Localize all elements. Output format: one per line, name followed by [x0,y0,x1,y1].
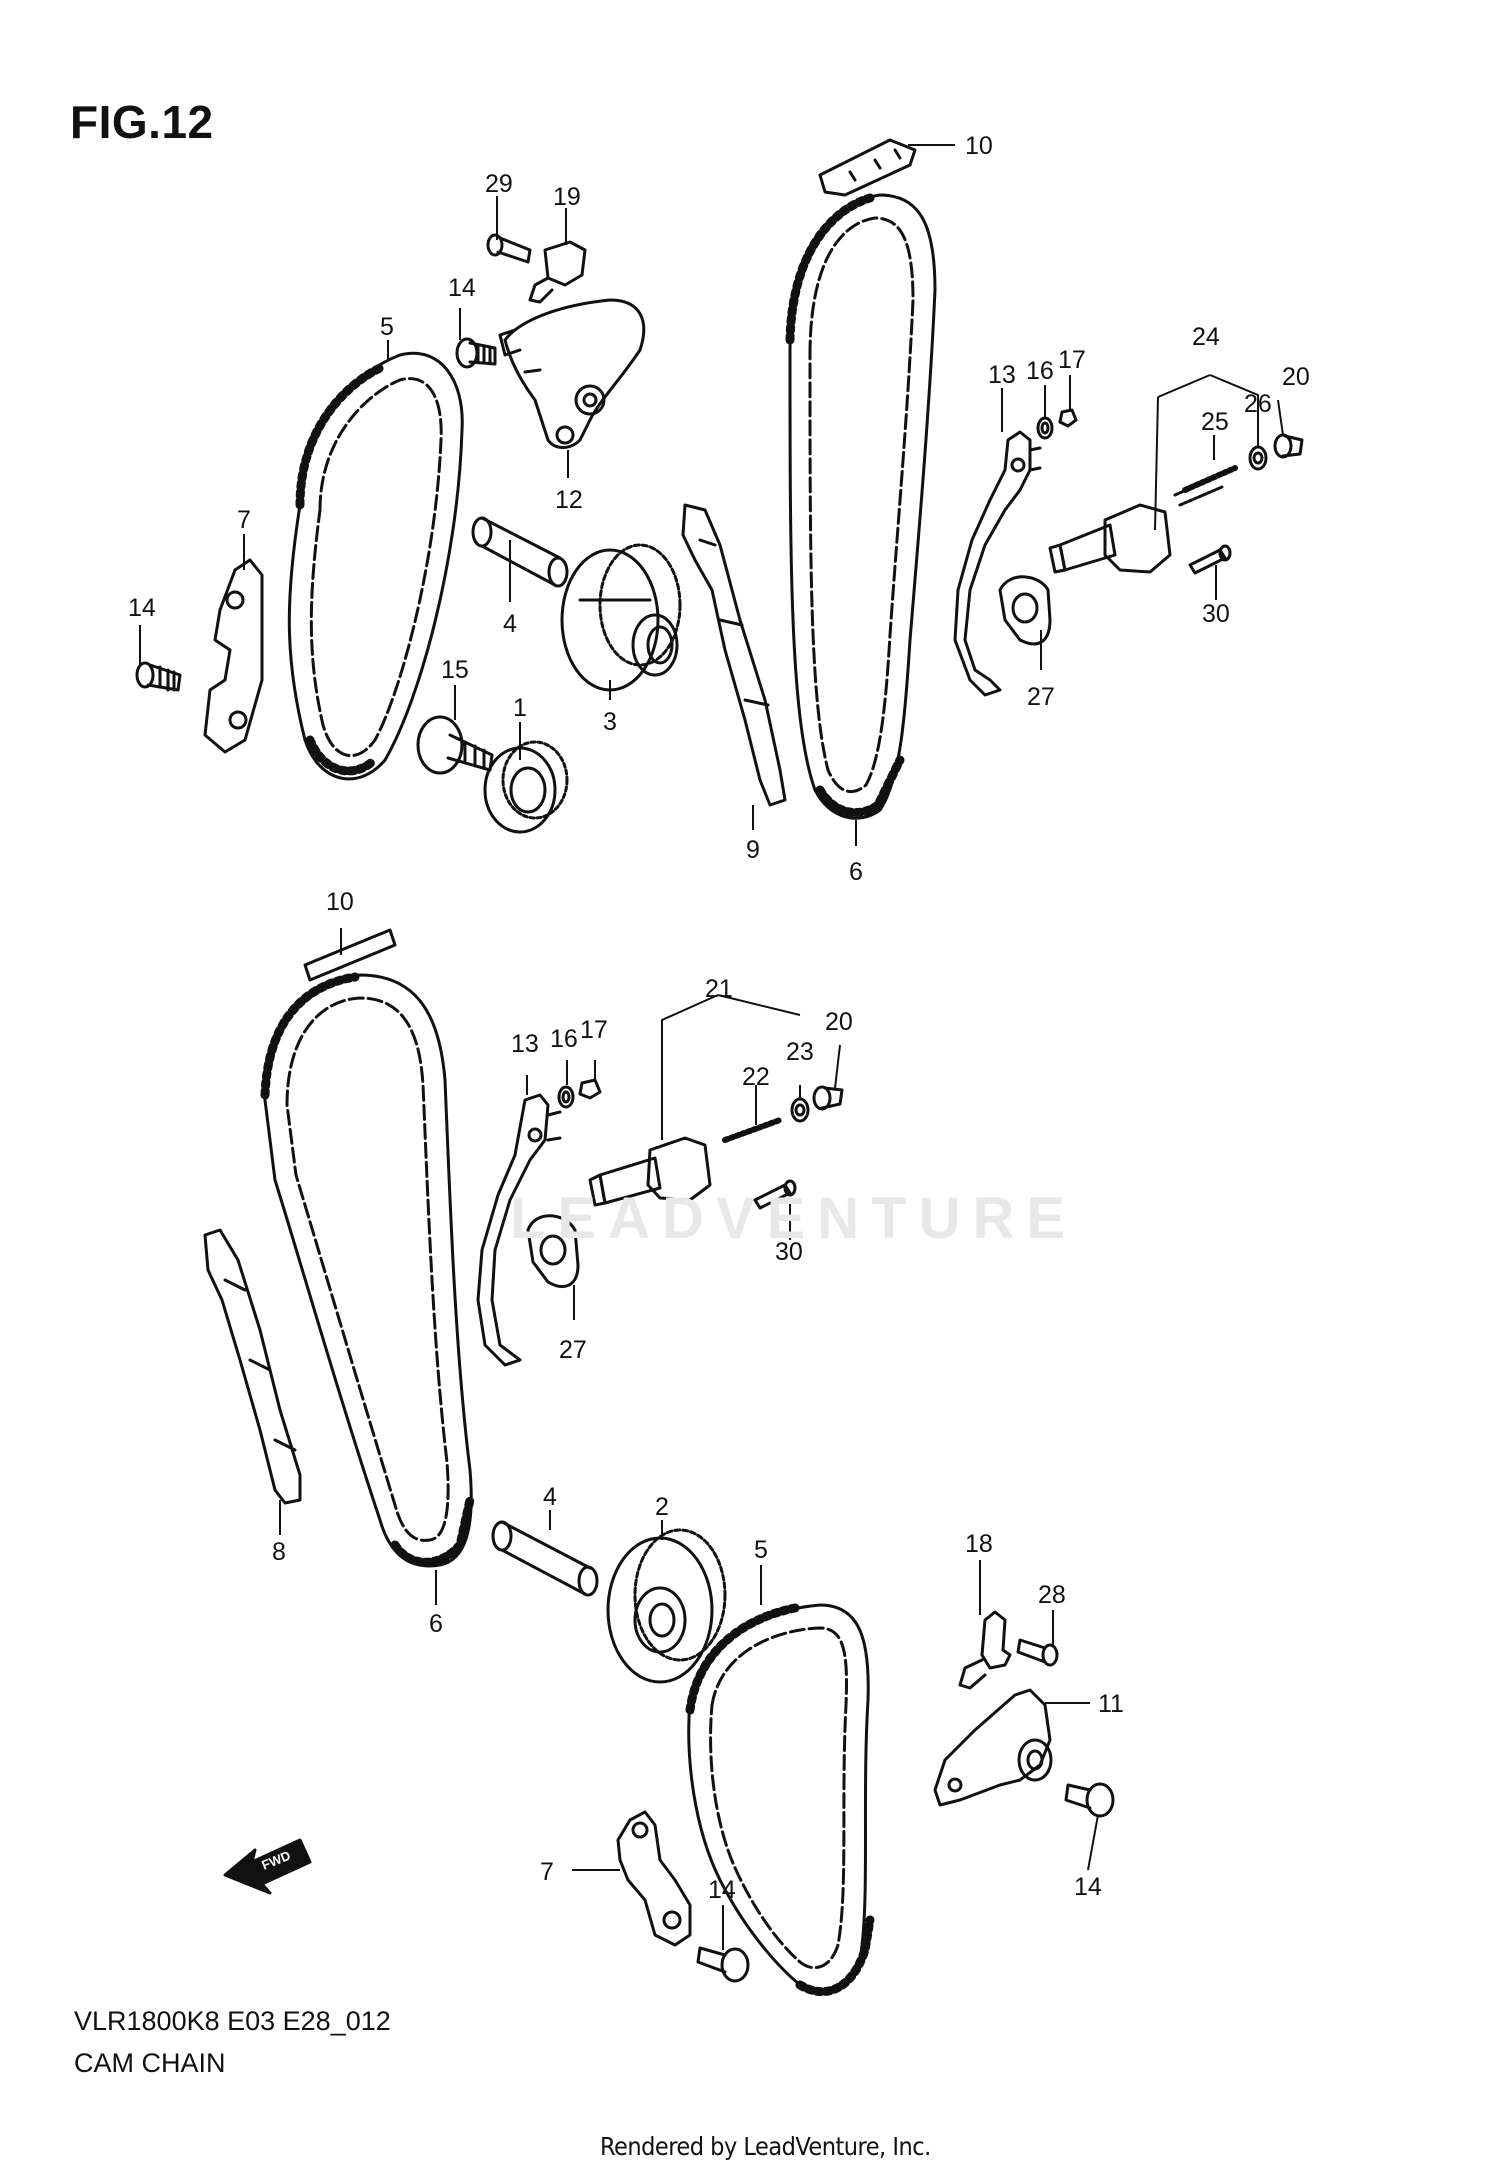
pin-4-upper [471,516,569,588]
spring-25 [1182,465,1238,493]
callout-21: 21 [705,975,733,1003]
bolt-14-lower-right [1064,1782,1115,1818]
callout-24: 24 [1192,323,1220,351]
chain-guide-7-upper [203,558,264,754]
bolt-29 [486,233,532,264]
callout-13: 13 [511,1030,539,1058]
callout-30: 30 [775,1238,803,1266]
callout-3: 3 [603,708,617,736]
guide-plate-10-upper [818,138,917,197]
callout-30: 30 [1202,600,1230,628]
callout-6: 6 [429,1610,443,1638]
bolt-20-lower [812,1085,844,1111]
washer-23 [790,1097,810,1123]
callout-7: 7 [237,506,251,534]
callout-14: 14 [128,594,156,622]
cam-chain-6-upper [785,193,937,820]
cam-chain-6-lower [260,972,475,1568]
sprocket-2 [606,1528,727,1684]
callout-27: 27 [559,1336,587,1364]
sprocket-3 [560,543,682,692]
callout-26: 26 [1244,390,1272,418]
callout-28: 28 [1038,1581,1066,1609]
callout-labels: 29 19 14 5 12 7 14 4 15 1 3 10 13 16 17 … [128,132,1310,1904]
tensioner-guide-13-upper [953,430,1042,697]
callout-14: 14 [708,1876,736,1904]
callout-5: 5 [754,1536,768,1564]
washer-16-lower [557,1085,575,1109]
washer-16-upper [1036,416,1054,440]
watermark-text: LEADVENTURE [510,1186,1078,1251]
bolt-15 [416,715,494,775]
callout-6: 6 [849,858,863,886]
washer-26 [1248,445,1268,471]
sprocket-ring-1 [483,740,569,834]
bolt-14-lower-left [696,1946,750,1983]
callout-2: 2 [655,1493,669,1521]
callout-10: 10 [326,888,354,916]
callout-20: 20 [825,1008,853,1036]
chain-guide-8 [203,1228,302,1505]
callout-1: 1 [513,694,527,722]
bolt-14-left [135,661,182,692]
callout-11: 11 [1098,1690,1124,1718]
callout-15: 15 [441,656,469,684]
leader-lines [139,144,1284,1950]
tensioner-arm-11 [933,1688,1053,1807]
bolt-28 [1016,1638,1059,1667]
cam-chain-5-upper [287,351,464,781]
callout-20: 20 [1282,363,1310,391]
section-name: CAM CHAIN [74,2048,226,2078]
part-18 [958,1610,1012,1690]
callout-13: 13 [988,361,1016,389]
tensioner-arm-12 [498,298,646,449]
cam-chain-5-lower [685,1603,875,1997]
callout-16: 16 [550,1025,578,1053]
callout-10: 10 [965,132,993,160]
callout-12: 12 [555,486,583,514]
figure-title: FIG.12 [70,96,214,148]
callout-7: 7 [540,1858,554,1886]
callout-14: 14 [1074,1873,1102,1901]
part-19 [528,240,587,304]
callout-22: 22 [742,1063,770,1091]
tensioner-guide-13-lower [476,1093,562,1367]
callout-14: 14 [448,274,476,302]
callout-9: 9 [746,836,760,864]
callout-19: 19 [553,183,581,211]
bolt-30-lower [753,1179,797,1210]
chain-guide-9 [681,503,787,807]
guide-plate-10-lower [303,928,397,982]
nut-17-upper [1058,408,1078,428]
callout-17: 17 [580,1016,608,1044]
tensioner-assembly-21 [588,1136,712,1207]
callout-4: 4 [543,1483,557,1511]
callout-8: 8 [272,1538,286,1566]
callout-29: 29 [485,170,513,198]
model-code: VLR1800K8 E03 E28_012 [74,2006,391,2036]
gasket-27-lower [526,1214,580,1288]
bolt-20-upper [1273,433,1304,459]
callout-23: 23 [786,1038,814,1066]
fwd-arrow-icon: FWD [223,1838,312,1895]
spring-22 [722,1117,783,1143]
render-credit: Rendered by LeadVenture, Inc. [600,2132,931,2161]
pin-4-lower [491,1520,599,1597]
callout-4: 4 [503,610,517,638]
bolt-14-top [455,337,497,369]
callout-25: 25 [1201,408,1229,436]
chain-guide-7-lower [616,1810,692,1947]
bolt-30-upper [1188,544,1232,575]
gasket-27-upper [998,575,1052,646]
callout-17: 17 [1058,346,1086,374]
callout-18: 18 [965,1530,993,1558]
callout-27: 27 [1027,683,1055,711]
callout-5: 5 [380,313,394,341]
tensioner-assembly-24 [1048,473,1224,574]
nut-17-lower [578,1078,602,1100]
callout-16: 16 [1026,357,1054,385]
